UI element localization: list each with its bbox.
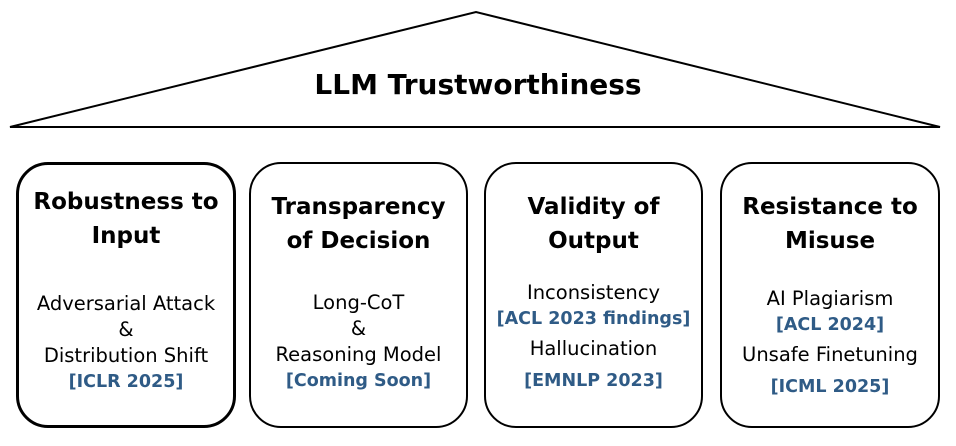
pillar-robustness: Robustness to Input Adversarial Attack &… [16,162,236,428]
roof-triangle [9,10,941,128]
citation-label: [ACL 2024] [775,315,885,335]
citation-label: [EMNLP 2023] [524,371,663,391]
pillar-item: Reasoning Model [275,343,442,366]
pillar-item-connector: & [350,317,367,340]
citation-label: [Coming Soon] [285,371,432,391]
diagram-title: LLM Trustworthiness [314,68,642,101]
pillar-item: AI Plagiarism [766,287,894,310]
pillar-item: Inconsistency [526,281,661,304]
pillar-item: Distribution Shift [43,344,209,367]
citation-label: [ACL 2023 findings] [496,309,691,329]
pillar-title: Resistance to Misuse [742,194,918,254]
pillar-item: Unsafe Finetuning [742,343,918,366]
pillar-resistance: Resistance to Misuse AI Plagiarism [ACL … [720,162,940,428]
pillar-item: Adversarial Attack [36,292,216,315]
pillar-title: Robustness to Input [33,189,219,249]
pillar-item: Hallucination [529,337,658,360]
citation-label: [ICML 2025] [770,377,890,397]
pillar-title: Validity of Output [527,194,660,254]
pillar-item: Long-CoT [312,291,405,314]
pillar-validity: Validity of Output Inconsistency [ACL 20… [484,162,703,428]
citation-label: [ICLR 2025] [68,372,184,392]
pillar-transparency: Transparency of Decision Long-CoT & Reas… [249,162,468,428]
pillar-item-connector: & [118,318,134,341]
pillar-title: Transparency of Decision [271,194,446,254]
